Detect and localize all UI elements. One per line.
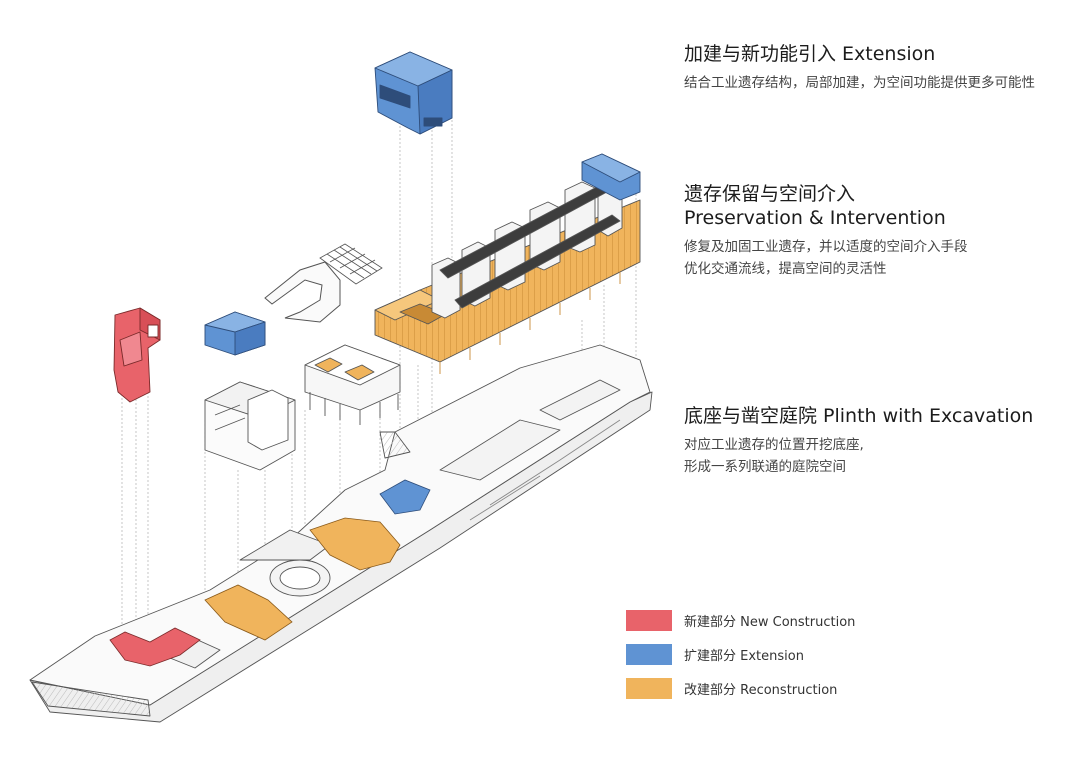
red-tower-new-construction bbox=[113, 307, 161, 403]
section-extension: 加建与新功能引入 Extension 结合工业遗存结构，局部加建，为空间功能提供… bbox=[684, 42, 1035, 94]
frame-structure bbox=[304, 344, 401, 425]
legend-swatch-new bbox=[626, 609, 672, 631]
section-preservation: 遗存保留与空间介入 Preservation & Intervention 修复… bbox=[684, 182, 968, 280]
legend-label-new: 新建部分 New Construction bbox=[684, 614, 856, 630]
section-preservation-title-zh: 遗存保留与空间介入 bbox=[684, 183, 856, 205]
plinth-reconstruction bbox=[204, 517, 401, 641]
section-preservation-title-en: Preservation & Intervention bbox=[684, 207, 946, 229]
legend-label-extension: 扩建部分 Extension bbox=[684, 648, 804, 664]
section-plinth-title: 底座与凿空庭院 Plinth with Excavation bbox=[684, 405, 1034, 427]
legend-swatch-reconstruction bbox=[626, 677, 672, 699]
legend-swatch-extension bbox=[626, 643, 672, 665]
legend-new-construction: 新建部分 New Construction bbox=[626, 609, 855, 631]
curved-frame bbox=[264, 261, 341, 323]
section-extension-title: 加建与新功能引入 Extension bbox=[684, 43, 936, 65]
section-extension-desc: 结合工业遗存结构，局部加建，为空间功能提供更多可能性 bbox=[684, 75, 1035, 91]
section-plinth: 底座与凿空庭院 Plinth with Excavation 对应工业遗存的位置… bbox=[684, 404, 1033, 478]
section-preservation-desc-1: 修复及加固工业遗存，并以适度的空间介入手段 bbox=[684, 239, 968, 255]
blue-extension-top bbox=[374, 51, 453, 135]
plinth-new-construction bbox=[109, 627, 201, 667]
section-plinth-desc-2: 形成一系列联通的庭院空间 bbox=[684, 459, 846, 475]
blue-block-left bbox=[204, 311, 266, 356]
grid-roof-panel bbox=[319, 243, 383, 285]
legend-extension: 扩建部分 Extension bbox=[626, 643, 804, 665]
white-structure bbox=[204, 381, 296, 471]
plinth-extension bbox=[379, 479, 431, 515]
legend-label-reconstruction: 改建部分 Reconstruction bbox=[684, 682, 838, 698]
legend-reconstruction: 改建部分 Reconstruction bbox=[626, 677, 837, 699]
section-preservation-desc-2: 优化交通流线，提高空间的灵活性 bbox=[684, 261, 887, 277]
silo-block bbox=[374, 153, 641, 374]
section-plinth-desc-1: 对应工业遗存的位置开挖底座, bbox=[684, 437, 864, 453]
